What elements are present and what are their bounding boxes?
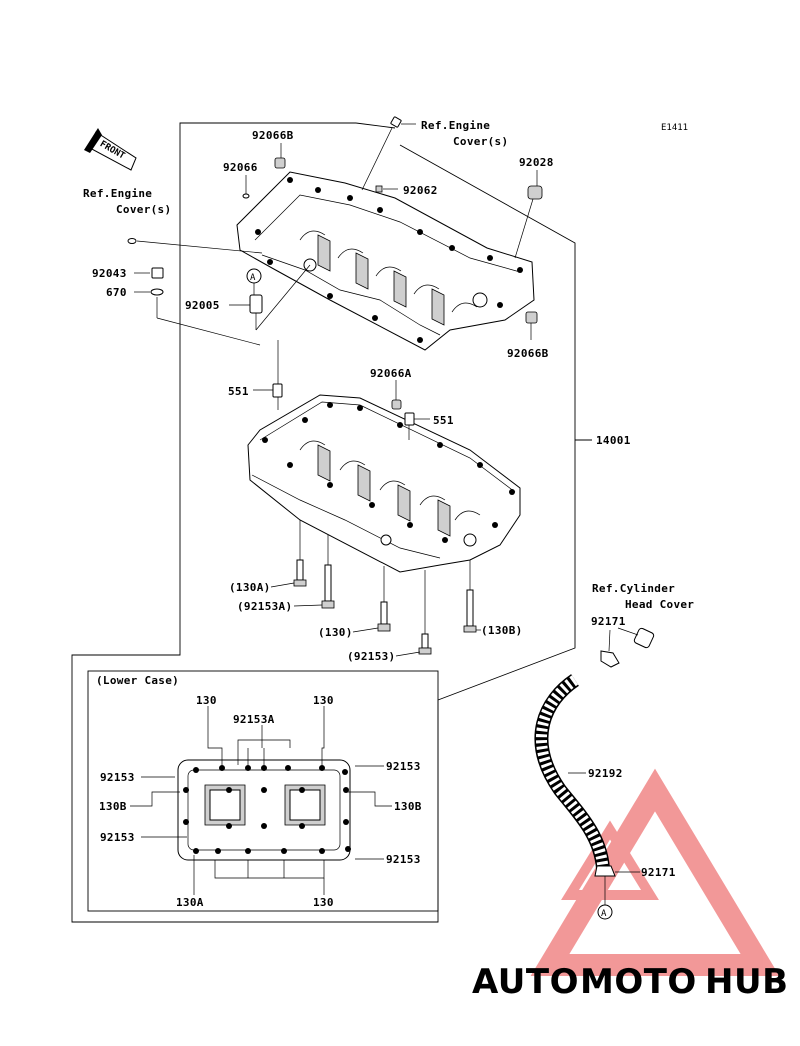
watermark-hub: HUB (705, 962, 788, 1002)
watermark-triangle-logo (530, 768, 780, 976)
label-130: (130) (318, 626, 353, 639)
label-92062: 92062 (403, 184, 438, 197)
lower-crankcase (247, 394, 521, 573)
lc-label-130a: 130A (176, 896, 204, 909)
label-130a: (130A) (229, 581, 271, 594)
label-ref-engine-top-2: Cover(s) (453, 135, 508, 148)
lc-label-130b-l: 130B (99, 800, 127, 813)
breather-hose: A (534, 627, 655, 920)
label-92153: (92153) (347, 650, 395, 663)
label-92066: 92066 (223, 161, 258, 174)
label-ref-engine-left-1: Ref.Engine (83, 187, 152, 200)
label-92043: 92043 (92, 267, 127, 280)
lc-label-130-bottom: 130 (313, 896, 334, 909)
label-130b: (130B) (481, 624, 523, 637)
lc-label-92153-rt: 92153 (386, 760, 421, 773)
lc-label-130-tl: 130 (196, 694, 217, 707)
label-92028: 92028 (519, 156, 554, 169)
label-14001: 14001 (596, 434, 631, 447)
label-551-right: 551 (433, 414, 454, 427)
crankcase-bolts (293, 520, 477, 655)
label-92171-bottom: 92171 (641, 866, 676, 879)
lower-case-inset: (Lower Case) (87, 670, 439, 912)
label-ref-engine-top-1: Ref.Engine (421, 119, 490, 132)
lc-label-130b-r: 130B (394, 800, 422, 813)
lc-label-92153a: 92153A (233, 713, 275, 726)
label-ref-engine-left-2: Cover(s) (116, 203, 171, 216)
label-92005: 92005 (185, 299, 220, 312)
lc-label-92153-lb: 92153 (100, 831, 135, 844)
diagram-code: E1411 (661, 123, 688, 133)
label-92192: 92192 (588, 767, 623, 780)
marker-a-bottom: A (601, 909, 607, 919)
upper-crankcase (236, 171, 535, 351)
watermark-auto: AUTO (472, 962, 579, 1002)
label-551-left: 551 (228, 385, 249, 398)
label-92153a: (92153A) (237, 600, 292, 613)
part-labels: Ref.Engine Cover(s) 92066B 92066 92062 9… (83, 119, 694, 879)
lc-label-92153-lt: 92153 (100, 771, 135, 784)
frame-lines (71, 122, 592, 923)
marker-a-top: A (250, 273, 256, 283)
lc-label-130-tr: 130 (313, 694, 334, 707)
label-92171-top: 92171 (591, 615, 626, 628)
lower-case-title: (Lower Case) (96, 674, 179, 687)
watermark-text: AUTO MOTO HUB (472, 962, 788, 1002)
watermark-moto: MOTO (580, 962, 697, 1002)
label-92066b-top: 92066B (252, 129, 294, 142)
small-parts: A (127, 116, 543, 655)
lc-label-92153-rb: 92153 (386, 853, 421, 866)
label-92066a: 92066A (370, 367, 412, 380)
label-670: 670 (106, 286, 127, 299)
label-92066b-right: 92066B (507, 347, 549, 360)
front-arrow-icon: FRONT (84, 128, 137, 171)
label-ref-cylinder-2: Head Cover (625, 598, 694, 611)
label-ref-cylinder-1: Ref.Cylinder (592, 582, 675, 595)
